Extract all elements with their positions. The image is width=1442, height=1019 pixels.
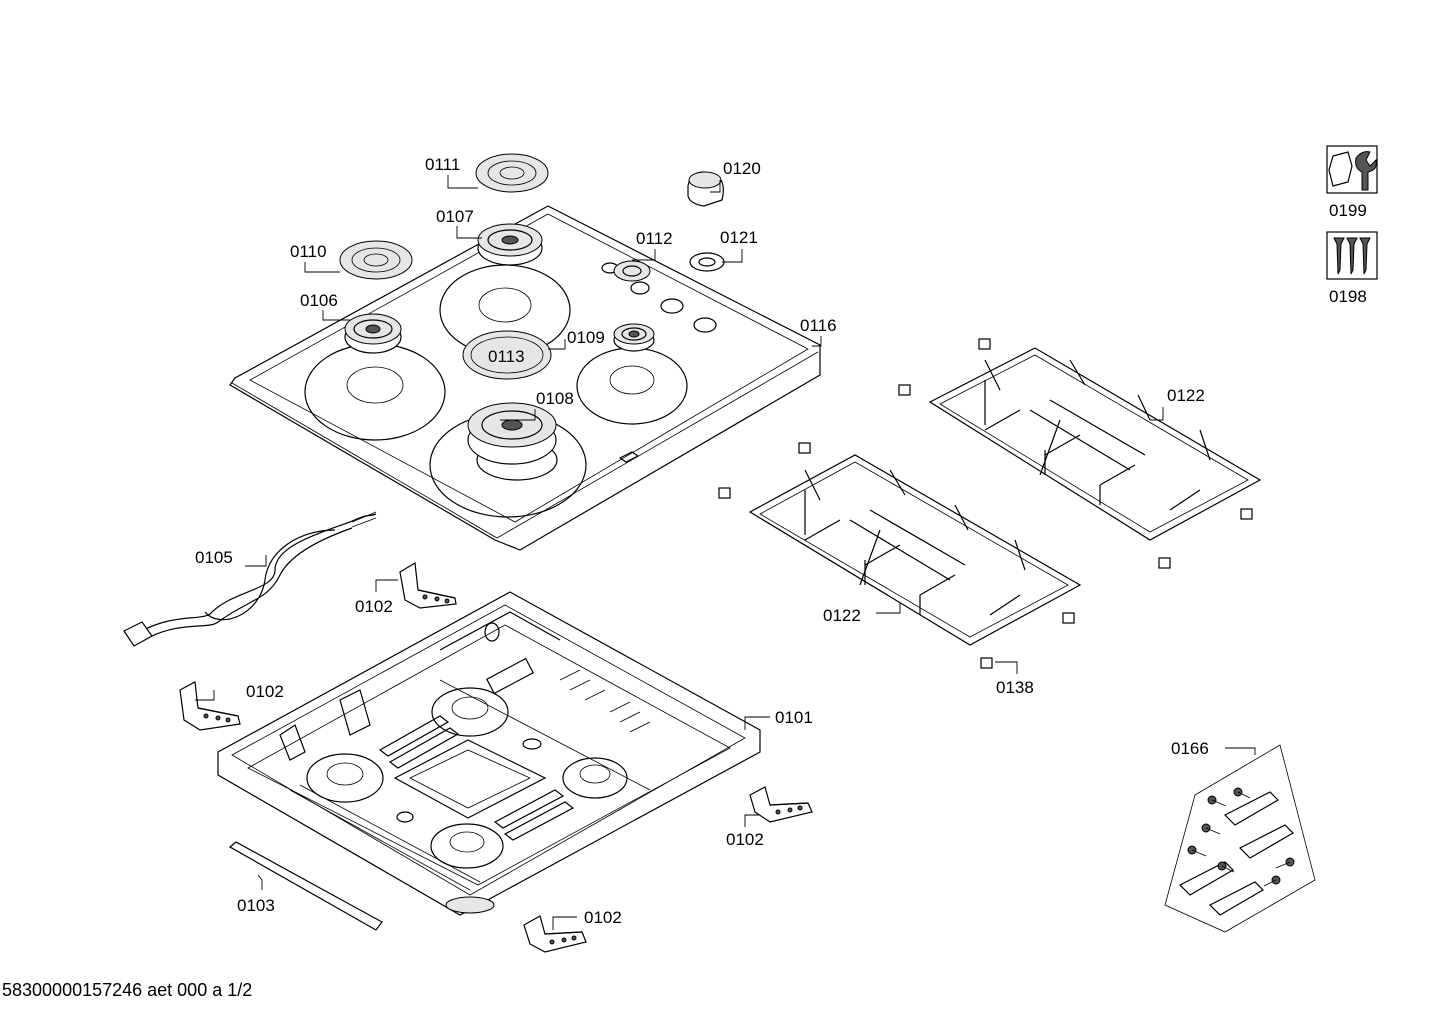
control-knob-0120 (687, 171, 724, 207)
pan-support-0122-left (748, 454, 1082, 646)
label-0138: 0138 (996, 678, 1034, 697)
label-0199: 0199 (1329, 201, 1367, 220)
label-0121: 0121 (720, 228, 758, 247)
seal-strip-0103 (228, 841, 383, 931)
rubber-feet-0138 (718, 338, 1253, 669)
knob-bezel-0112 (613, 260, 651, 282)
screws-icon (1326, 231, 1378, 280)
leader-lines (195, 175, 1256, 930)
document-id-footer: 58300000157246 aet 000 a 1/2 (2, 980, 253, 1000)
label-0111: 0111 (425, 155, 460, 174)
label-0106: 0106 (300, 291, 338, 310)
burner-0109 (613, 323, 655, 352)
burner-0106 (344, 313, 402, 354)
label-0122-right: 0122 (1167, 386, 1205, 405)
bracket-0102-d (523, 915, 587, 953)
label-0122-left: 0122 (823, 606, 861, 625)
label-0102-d: 0102 (584, 908, 622, 927)
label-0112: 0112 (636, 229, 673, 248)
burner-cap-0110 (339, 240, 413, 280)
power-cable-0105 (123, 511, 377, 647)
callout-labels: 0111 0107 0110 0106 0113 0109 0108 0112 … (195, 155, 1367, 927)
label-0102-a: 0102 (355, 597, 393, 616)
pan-support-0122-right (928, 347, 1262, 541)
label-0103: 0103 (237, 896, 275, 915)
label-0109: 0109 (567, 328, 605, 347)
label-0110: 0110 (290, 242, 327, 261)
label-0113: 0113 (488, 347, 525, 366)
label-0108: 0108 (536, 389, 574, 408)
label-0198: 0198 (1329, 287, 1367, 306)
bracket-0102-c (749, 786, 813, 823)
burner-cap-0111 (475, 153, 549, 193)
burner-cap-0113 (462, 330, 552, 380)
bracket-0102-b (179, 681, 241, 731)
label-0120: 0120 (723, 159, 761, 178)
label-0102-b: 0102 (246, 682, 284, 701)
label-0116: 0116 (800, 316, 837, 335)
label-0101: 0101 (775, 708, 813, 727)
label-0107: 0107 (436, 207, 474, 226)
fixing-kit-0166 (1164, 744, 1316, 933)
bracket-0102-a (399, 562, 457, 609)
label-0166: 0166 (1171, 739, 1209, 758)
wrench-nut-icon (1326, 145, 1378, 194)
burner-0107 (477, 223, 543, 266)
label-0102-c: 0102 (726, 830, 764, 849)
label-0105: 0105 (195, 548, 233, 567)
base-tray-0101 (217, 591, 761, 916)
burner-0108 (467, 402, 558, 481)
knob-ring-0121 (689, 252, 725, 272)
